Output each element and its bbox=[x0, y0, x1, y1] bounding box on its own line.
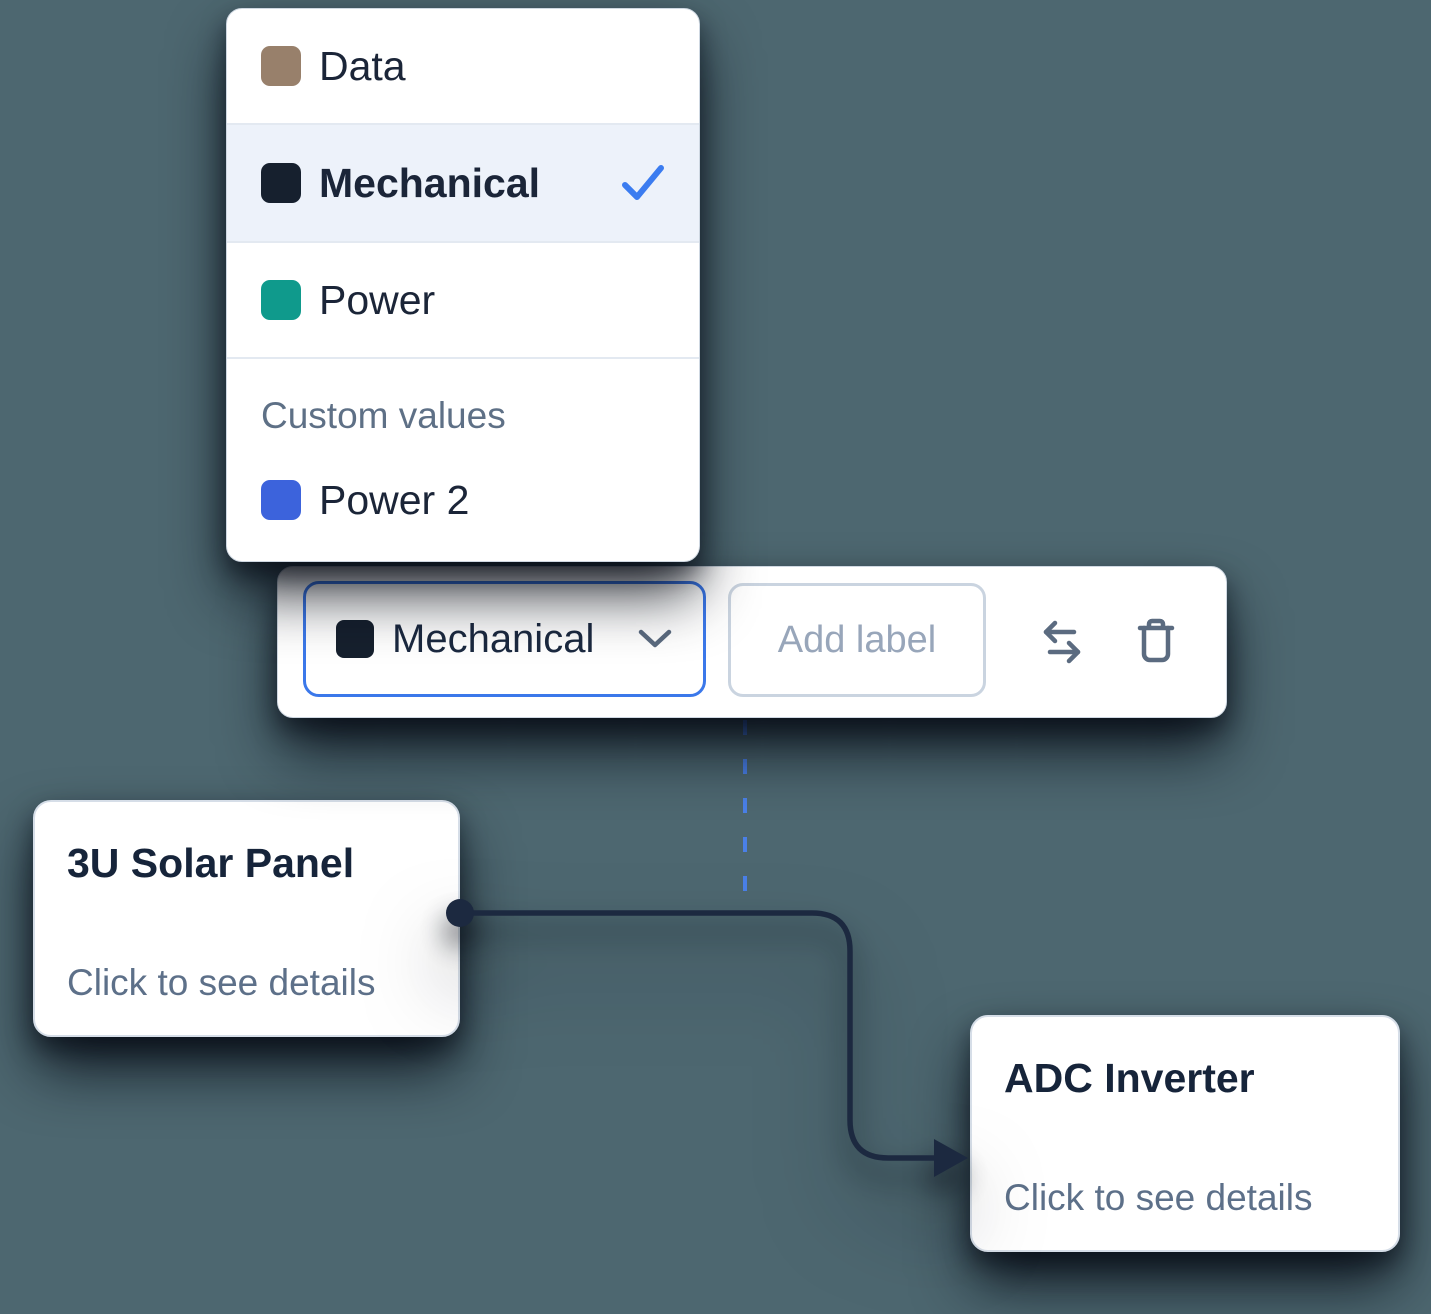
node-subtitle[interactable]: Click to see details bbox=[1004, 1177, 1313, 1218]
edge-arrowhead-icon bbox=[934, 1139, 968, 1177]
dropdown-option-power-2[interactable]: Power 2 bbox=[227, 443, 699, 557]
selected-color-swatch bbox=[336, 620, 374, 658]
checkmark-icon bbox=[621, 164, 665, 202]
dropdown-option-mechanical[interactable]: Mechanical bbox=[227, 123, 699, 243]
dropdown-section-custom-values: Custom values bbox=[261, 395, 506, 436]
trash-icon bbox=[1137, 618, 1175, 663]
node-title: 3U Solar Panel bbox=[67, 840, 355, 886]
delete-edge-button[interactable] bbox=[1132, 616, 1180, 668]
node-title: ADC Inverter bbox=[1004, 1055, 1255, 1101]
edge-color-dropdown: Data Mechanical Power Custom values Powe… bbox=[226, 8, 700, 562]
swap-direction-button[interactable] bbox=[1036, 619, 1088, 665]
add-label-input[interactable]: Add label bbox=[728, 583, 986, 697]
dropdown-option-label: Power 2 bbox=[319, 476, 470, 523]
chevron-down-icon bbox=[637, 627, 673, 651]
dropdown-option-label: Data bbox=[319, 42, 406, 89]
dropdown-option-power[interactable]: Power bbox=[227, 243, 699, 359]
color-swatch-power-2 bbox=[261, 480, 301, 520]
swap-direction-icon bbox=[1043, 620, 1081, 664]
add-label-placeholder: Add label bbox=[777, 618, 937, 661]
edge-type-select-value: Mechanical bbox=[392, 616, 595, 661]
node-adc-inverter[interactable]: ADC Inverter Click to see details bbox=[970, 1015, 1400, 1252]
edge-type-select[interactable]: Mechanical bbox=[303, 581, 706, 697]
dropdown-option-data[interactable]: Data bbox=[227, 9, 699, 123]
node-subtitle[interactable]: Click to see details bbox=[67, 962, 376, 1003]
dropdown-option-label: Power bbox=[319, 276, 436, 323]
node-3u-solar-panel[interactable]: 3U Solar Panel Click to see details bbox=[33, 800, 460, 1037]
color-swatch-data bbox=[261, 46, 301, 86]
dropdown-option-label: Mechanical bbox=[319, 159, 541, 206]
color-swatch-power bbox=[261, 280, 301, 320]
edge-toolbar: Mechanical Add label bbox=[277, 566, 1227, 718]
color-swatch-mechanical bbox=[261, 163, 301, 203]
connection-edge[interactable] bbox=[460, 910, 938, 1161]
